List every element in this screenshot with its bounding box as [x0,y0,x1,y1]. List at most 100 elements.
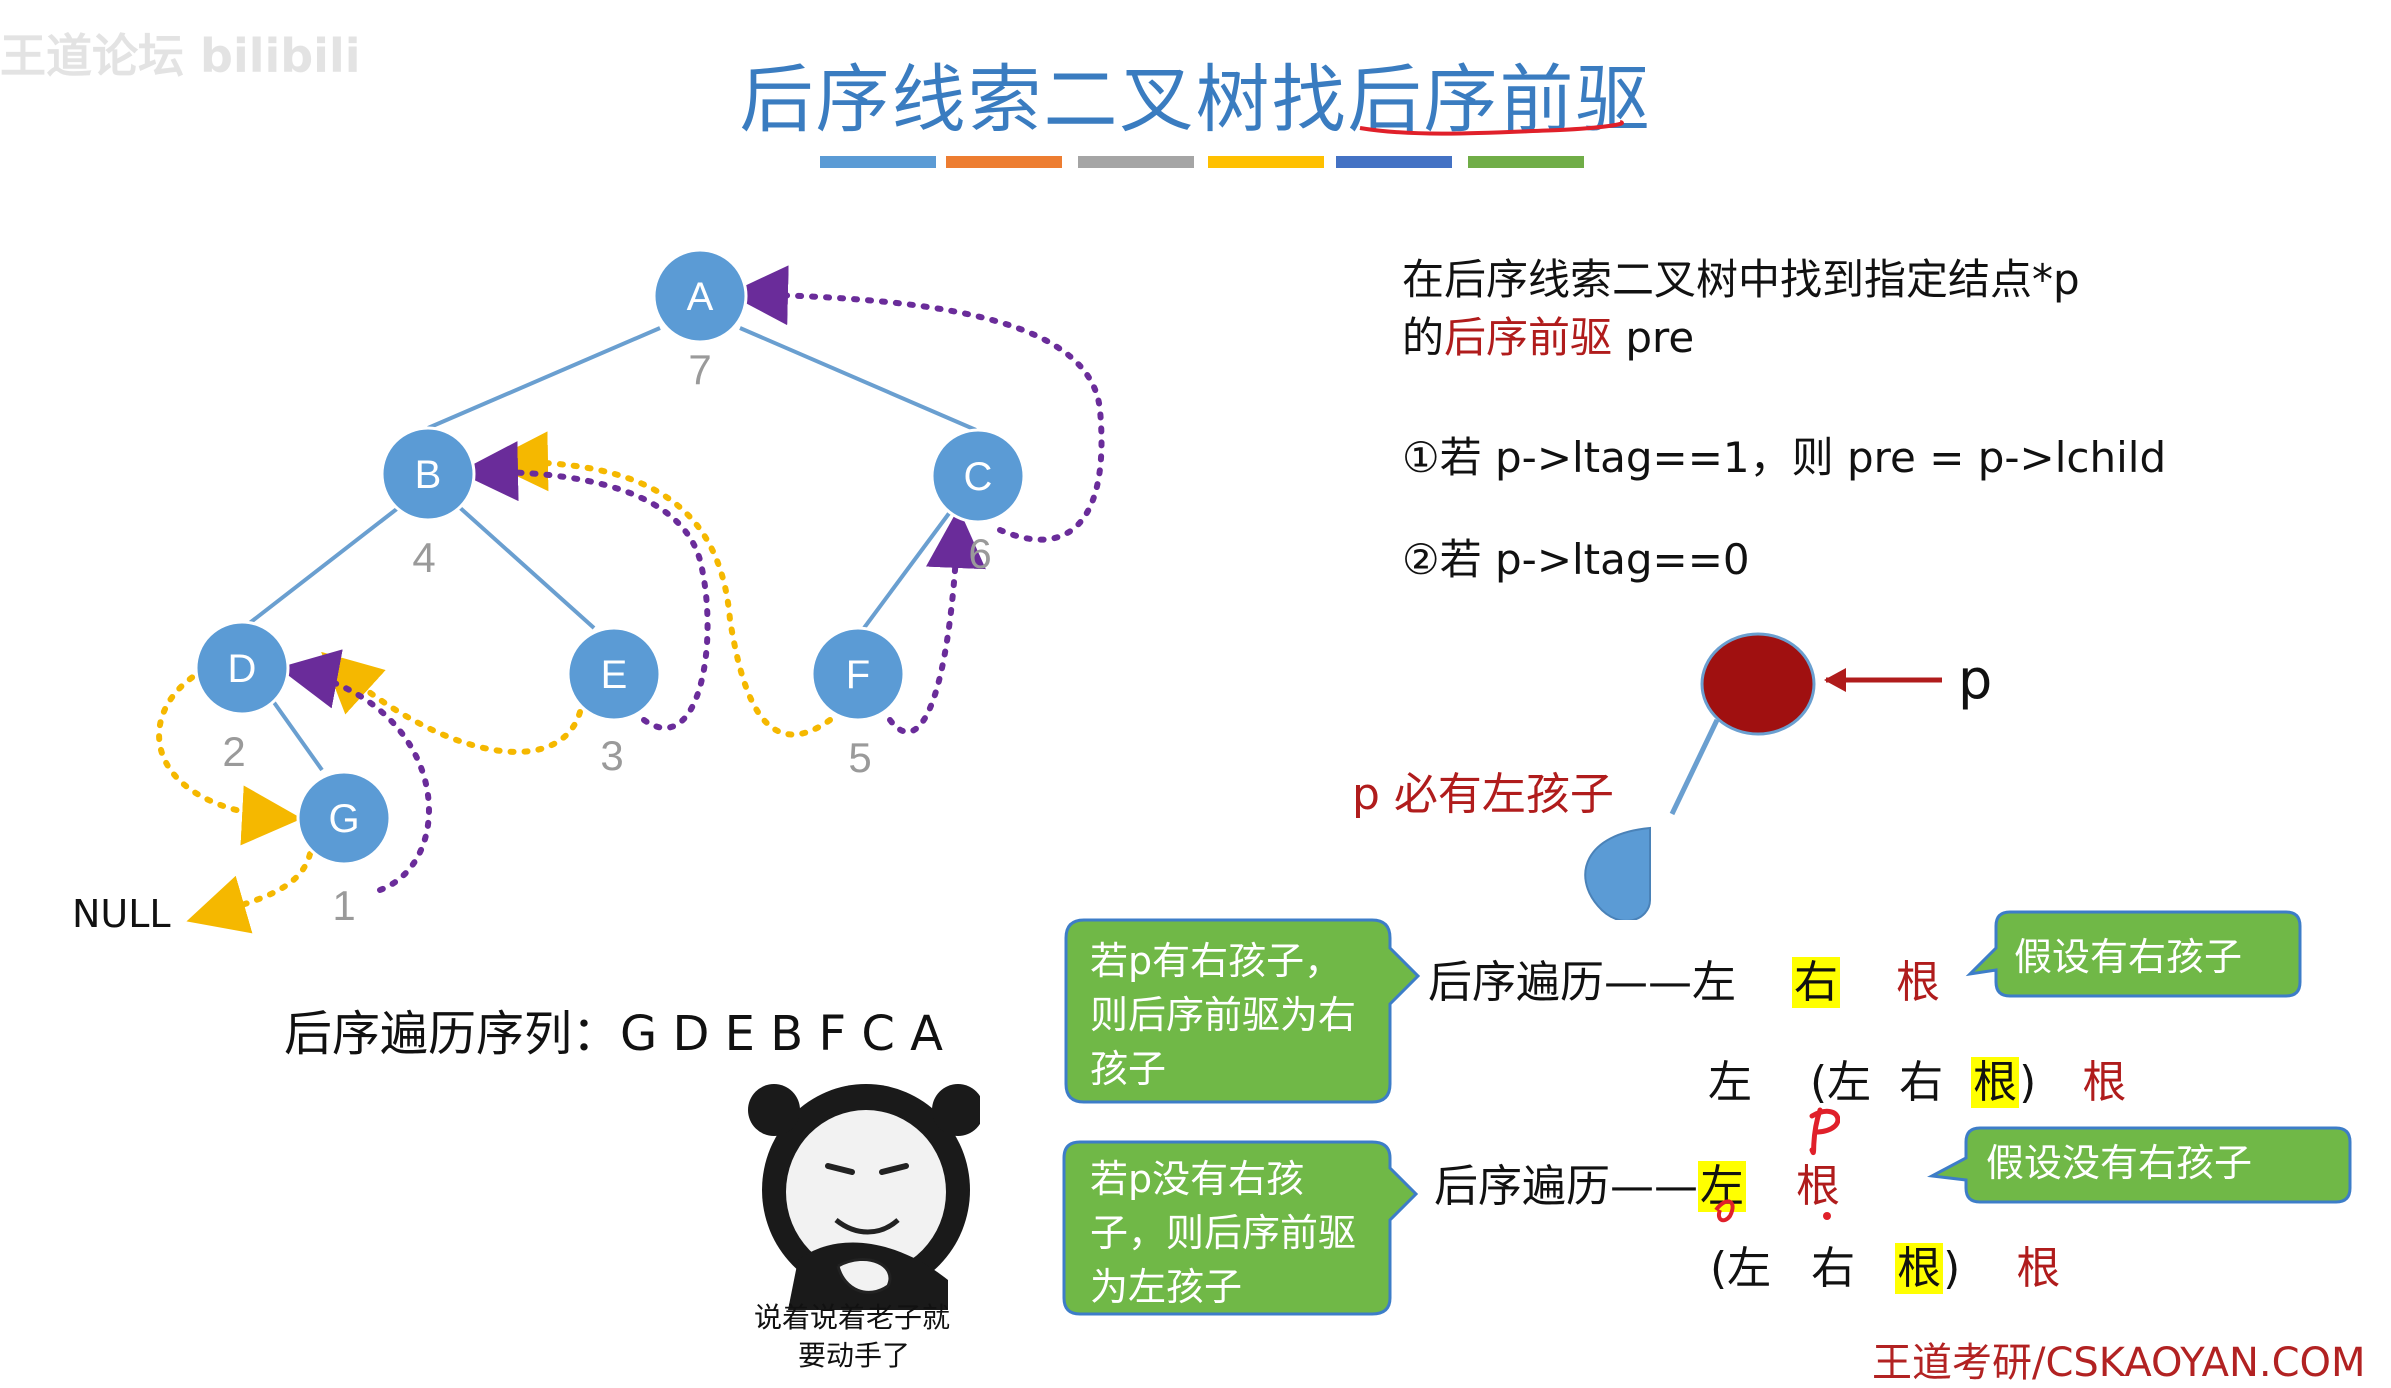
meme-caption-line2: 要动手了 [798,1339,911,1372]
p-left-edge [1669,718,1720,816]
thread-G-to-D [278,649,432,893]
callout-has-right-text: 若p有右孩子，则后序前驱为右孩子 [1090,939,1357,1091]
t3-root: 根 [1796,1161,1840,1212]
traversal-row-1: 后序遍历——左 右 根 [1428,946,1940,1010]
color-bar-5 [1336,156,1452,168]
callout-assume-no-right-bubble [1927,1126,2352,1204]
handwritten-p-mark [1809,1107,1840,1155]
page-title: 后序线索二叉树找后序前驱 [739,57,1652,143]
thread-D-to-G [156,667,302,846]
traversal-label-1: 后序遍历—— [1428,957,1692,1008]
callout-assume-right-text: 假设有右孩子 [2014,935,2243,979]
t4-sub-left: 左 [1727,1243,1772,1294]
handwritten-underline-mark [1714,1199,1735,1223]
tree-node-label-E: E [601,653,628,697]
thread-C-to-A [728,265,1105,543]
tree-node-order-A: 7 [688,346,711,393]
tree-node-label-A: A [687,275,714,319]
tree-node-order-E: 3 [600,732,623,779]
t2-open: ( [1810,1057,1828,1108]
watermark: 王道论坛 bilibili [0,29,361,83]
description-line2-red: 后序前驱 [1444,313,1613,362]
left-child-note: p 必有左孩子 [1352,769,1614,820]
t2-root: 根 [2082,1057,2127,1108]
t3-left: 左 [1698,1161,1746,1212]
p-node [1700,632,1816,736]
left-subtree-shape [1584,826,1651,920]
tree-node-order-B: 4 [412,534,435,581]
callout-no-right-text: 若p没有右孩子，则后序前驱为左孩子 [1090,1157,1357,1309]
p-pointer-arrowhead [1824,668,1846,692]
edge-C-F [862,510,952,630]
thread-G-to-NULL [186,851,313,934]
t4-root: 根 [2016,1243,2061,1294]
tree-node-label-G: G [328,797,359,841]
color-bar-4 [1208,156,1324,168]
tree-node-C [930,428,1026,524]
t2-sub-left: 左 [1827,1057,1872,1108]
footer-brand: 王道考研/CSKAOYAN.COM [1872,1340,2366,1386]
callout-assume-no-right-text: 假设没有右孩子 [1986,1141,2253,1185]
description-line2: 的后序前驱 pre [1402,304,1694,365]
tree-node-order-D: 2 [222,728,245,775]
tree-node-label-C: C [964,455,993,499]
tree-node-label-D: D [228,647,257,691]
tree-node-order-F: 5 [848,734,871,781]
t2-close: ) [2019,1057,2037,1108]
tree-node-G [296,770,392,866]
tree-node-A [652,248,748,344]
edge-A-C [739,326,977,432]
traversal-row-3: 后序遍历——左根 [1434,1150,1840,1214]
t2-sub-root: 根 [1971,1057,2020,1108]
tree-node-E [566,626,662,722]
handwritten-dot [1823,1212,1831,1220]
meme-caption-line1: 说着说着老子就 [754,1301,951,1334]
traversal-row-4: (左右根)根 [1710,1232,2060,1296]
p-label: p [1958,648,1993,711]
edge-B-D [236,506,400,634]
thread-E-to-D [321,651,583,755]
p-node-diagram [1584,632,1942,920]
traversal-label-3: 后序遍历—— [1434,1161,1698,1212]
color-bar-6 [1468,156,1584,168]
tree-node-D [194,620,290,716]
callout-assume-right-bubble [1965,910,2302,998]
null-label: NULL [72,892,171,936]
postorder-sequence: 后序遍历序列：G D E B F C A [284,1006,943,1062]
thread-E-to-B [458,441,711,731]
tree-node-label-B: B [415,453,442,497]
t4-close: ) [1943,1243,1961,1294]
t1-left: 左 [1692,957,1736,1008]
rule-2: ②若 p->ltag==0 [1402,535,1750,584]
t2-left: 左 [1708,1057,1752,1108]
threaded-tree-diagram: A 7B 4 C 6D 2 E 3 F 5G 1 [156,248,1105,934]
t4-open: ( [1710,1243,1728,1294]
t4-sub-root: 根 [1895,1243,1944,1294]
traversal-row-2: 左(左右根)根 [1708,1046,2126,1110]
t4-sub-right: 右 [1811,1243,1856,1294]
panda-meme-image [748,1084,980,1310]
tree-node-order-C: 6 [968,530,991,577]
color-bar-3 [1078,156,1194,168]
tree-node-order-G: 1 [332,882,355,929]
thread-F-to-B [488,431,833,738]
tree-node-label-F: F [846,653,870,697]
tree-node-F [810,626,906,722]
description-line2-suffix: pre [1612,313,1695,362]
title-underline [1359,120,1624,136]
rule-1: ①若 p->ltag==1，则 pre = p->lchild [1402,433,2167,482]
description-line2-prefix: 的 [1402,313,1445,362]
callouts-shapes [1062,910,2352,1316]
color-bar-1 [820,156,936,168]
t2-sub-right: 右 [1899,1057,1944,1108]
description-line1: 在后序线索二叉树中找到指定结点*p [1402,255,2080,304]
title-decoration [820,120,1624,168]
edge-A-B [427,326,661,430]
t1-root: 根 [1896,957,1940,1008]
edge-B-E [456,504,596,630]
callout-no-right-bubble [1062,1140,1419,1316]
color-bar-2 [946,156,1062,168]
thread-F-to-C [887,508,986,735]
t1-right: 右 [1792,957,1840,1008]
tree-node-B [380,426,476,522]
